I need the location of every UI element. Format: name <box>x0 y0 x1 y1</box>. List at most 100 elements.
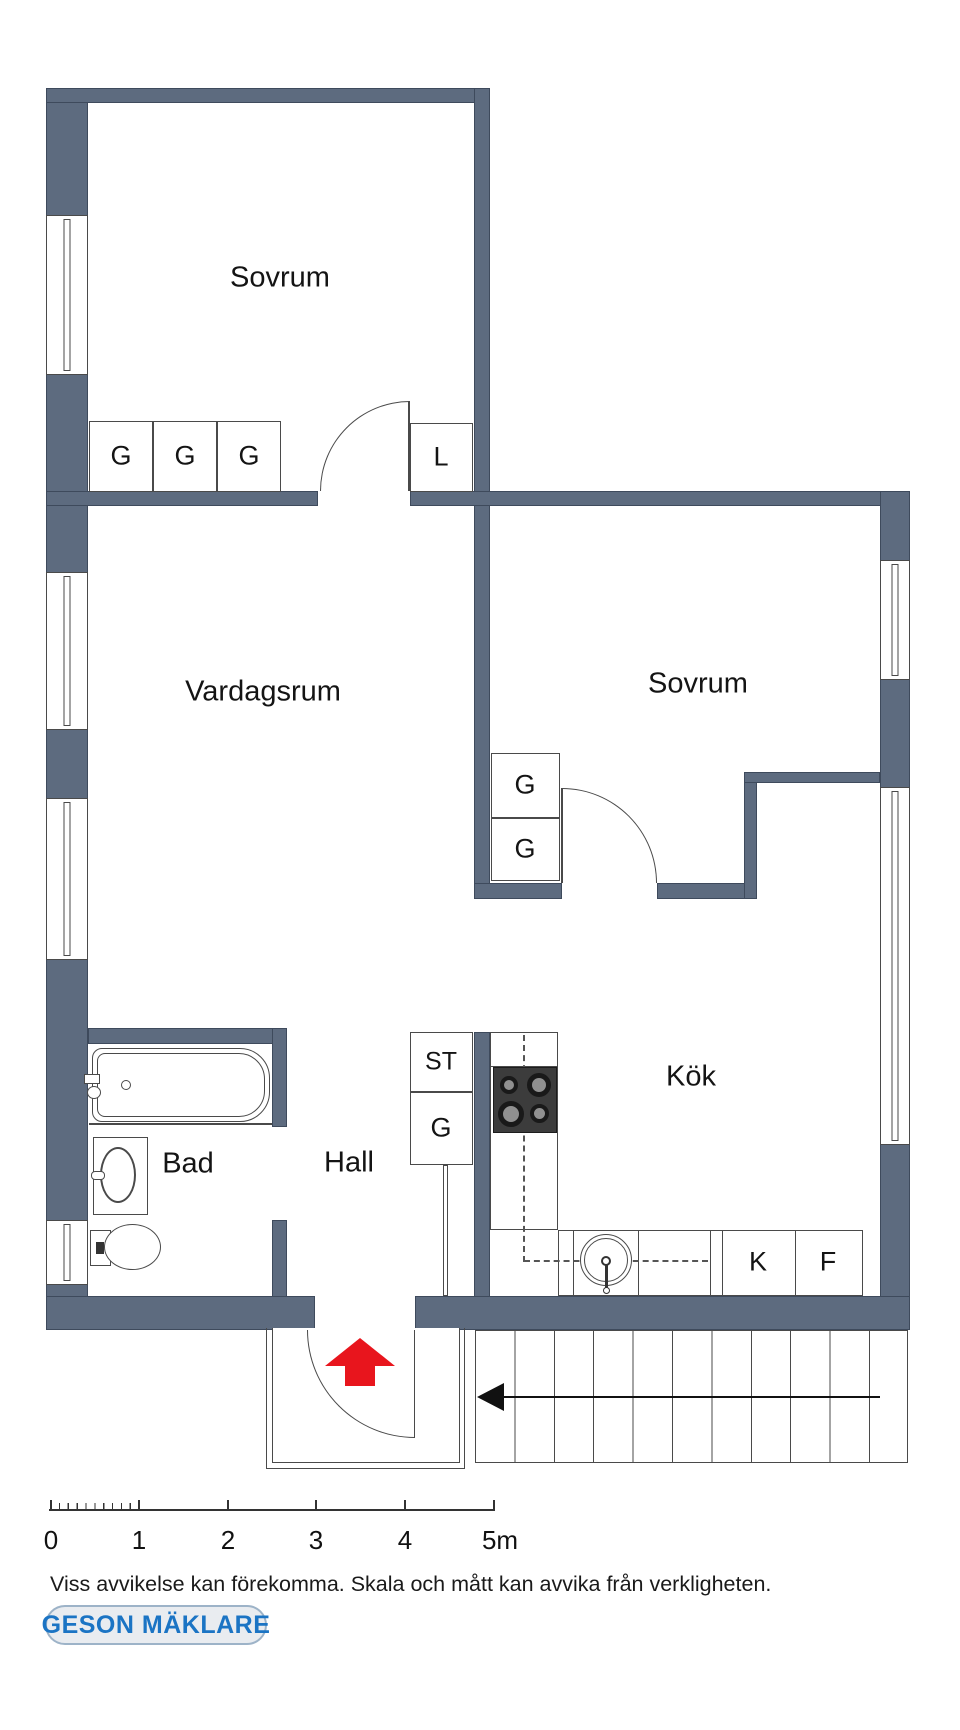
door-leaf-bedroom1 <box>408 401 410 491</box>
wall-bathroom-top <box>88 1028 287 1044</box>
wall-spine-lower <box>474 1032 490 1330</box>
closet-label-wardrobe: G <box>110 440 132 471</box>
bathtub-drain <box>121 1080 131 1090</box>
wall-bathroom-door-pillar <box>272 1220 287 1298</box>
door-leaf-entry <box>413 1330 415 1438</box>
wall-bedroom2-bottom-b <box>657 883 757 899</box>
wall-bedroom2-step <box>744 772 757 899</box>
wall-bottom-left <box>46 1296 315 1330</box>
scale-tick <box>138 1500 140 1511</box>
window-mullion <box>63 219 71 371</box>
bathtub-faucet-icon <box>87 1086 101 1099</box>
window-mullion <box>891 791 899 1141</box>
toilet-bowl <box>104 1224 161 1270</box>
bathtub-inner <box>97 1053 265 1117</box>
wardrobe-bedroom1-3 <box>217 421 281 492</box>
scale-tick <box>404 1500 406 1511</box>
kitchen-sink <box>580 1234 632 1294</box>
appliance-label-freezer: F <box>819 1246 837 1277</box>
closet-label-wardrobe: G <box>430 1112 452 1143</box>
room-label-kitchen: Kök <box>666 1060 716 1093</box>
entry-arrow-icon <box>325 1338 395 1366</box>
counter-divider <box>638 1231 639 1295</box>
scale-label: 2 <box>220 1525 236 1555</box>
scale-tick <box>227 1500 229 1511</box>
scale-label: 4 <box>397 1525 413 1555</box>
room-label-bathroom: Bad <box>162 1147 214 1180</box>
burner-icon <box>527 1073 551 1097</box>
wardrobe-bedroom1-2 <box>153 421 217 492</box>
scale-bar-minor-ticks <box>50 1503 139 1509</box>
brand-logo: GESON MÄKLARE <box>42 1605 270 1645</box>
scale-label: 1 <box>131 1525 147 1555</box>
wardrobe-bedroom2-1 <box>491 753 560 818</box>
bathtub-faucet-icon <box>84 1074 100 1084</box>
wardrobe-bedroom1-1 <box>89 421 153 492</box>
counter-divider <box>795 1231 796 1295</box>
room-label-living: Vardagsrum <box>185 675 341 708</box>
bathtub <box>92 1048 270 1122</box>
wardrobe-hall <box>410 1092 473 1165</box>
scale-tick <box>493 1500 495 1511</box>
wardrobe-bedroom2-2 <box>491 818 560 881</box>
room-label-bedroom1: Sovrum <box>230 261 330 294</box>
bathroom-vanity <box>91 1137 148 1215</box>
burner-icon <box>498 1101 524 1127</box>
window-kitchen <box>880 787 910 1145</box>
scale-bar-line <box>49 1509 495 1511</box>
faucet-end <box>603 1287 610 1294</box>
wall-bottom-right <box>415 1296 910 1330</box>
window-bathroom <box>46 1220 88 1285</box>
burner-icon <box>530 1104 549 1123</box>
counter-divider <box>722 1231 723 1295</box>
closet-label-cleaning: ST <box>425 1047 457 1076</box>
stair-direction-line <box>503 1396 880 1398</box>
scale-tick <box>315 1500 317 1511</box>
room-label-hall: Hall <box>324 1146 374 1179</box>
closet-label-wardrobe: G <box>514 769 536 800</box>
window-mullion <box>63 576 71 726</box>
faucet-stem <box>605 1265 608 1289</box>
vanity-sink-icon <box>100 1147 136 1203</box>
closet-label-linen: L <box>433 441 449 472</box>
window-bedroom1 <box>46 215 88 375</box>
vanity-tap-icon <box>91 1171 105 1180</box>
toilet-button <box>96 1242 104 1254</box>
counter-divider <box>573 1231 574 1295</box>
door-leaf-bedroom2 <box>561 788 563 883</box>
window-living-1 <box>46 572 88 730</box>
scale-label: 0 <box>43 1525 59 1555</box>
hall-partition <box>443 1165 448 1296</box>
wall-divider-left <box>46 491 318 506</box>
wall-bedroom2-bottom-a <box>474 883 562 899</box>
window-mullion <box>63 802 71 956</box>
window-mullion <box>63 1224 71 1281</box>
window-living-2 <box>46 798 88 960</box>
scale-label: 5m <box>481 1525 519 1555</box>
stair-direction-arrowhead-icon <box>477 1383 504 1411</box>
bathtub-platform-line <box>89 1123 272 1125</box>
counter-divider <box>710 1231 711 1295</box>
stove <box>493 1067 557 1133</box>
wall-bedroom2-bottom-c <box>744 772 880 783</box>
window-mullion <box>891 564 899 676</box>
door-arc-bedroom1 <box>320 401 410 491</box>
kitchen-dashed-line-vertical <box>523 1035 525 1262</box>
closet-label-wardrobe: G <box>174 440 196 471</box>
entry-arrow-stem <box>345 1365 375 1386</box>
closet-label-wardrobe: G <box>238 440 260 471</box>
appliance-label-fridge: K <box>748 1246 768 1277</box>
window-bedroom2 <box>880 560 910 680</box>
closet-label-wardrobe: G <box>514 833 536 864</box>
burner-icon <box>500 1076 518 1094</box>
wall-bathroom-right <box>272 1028 287 1127</box>
room-label-bedroom2: Sovrum <box>648 667 748 700</box>
linen-closet <box>410 423 473 492</box>
scale-label: 3 <box>308 1525 324 1555</box>
wall-divider-right <box>410 491 910 506</box>
wall-top <box>46 88 489 103</box>
scale-tick <box>50 1500 52 1511</box>
vestibule-outer <box>266 1328 465 1469</box>
door-arc-bedroom2 <box>562 788 657 883</box>
